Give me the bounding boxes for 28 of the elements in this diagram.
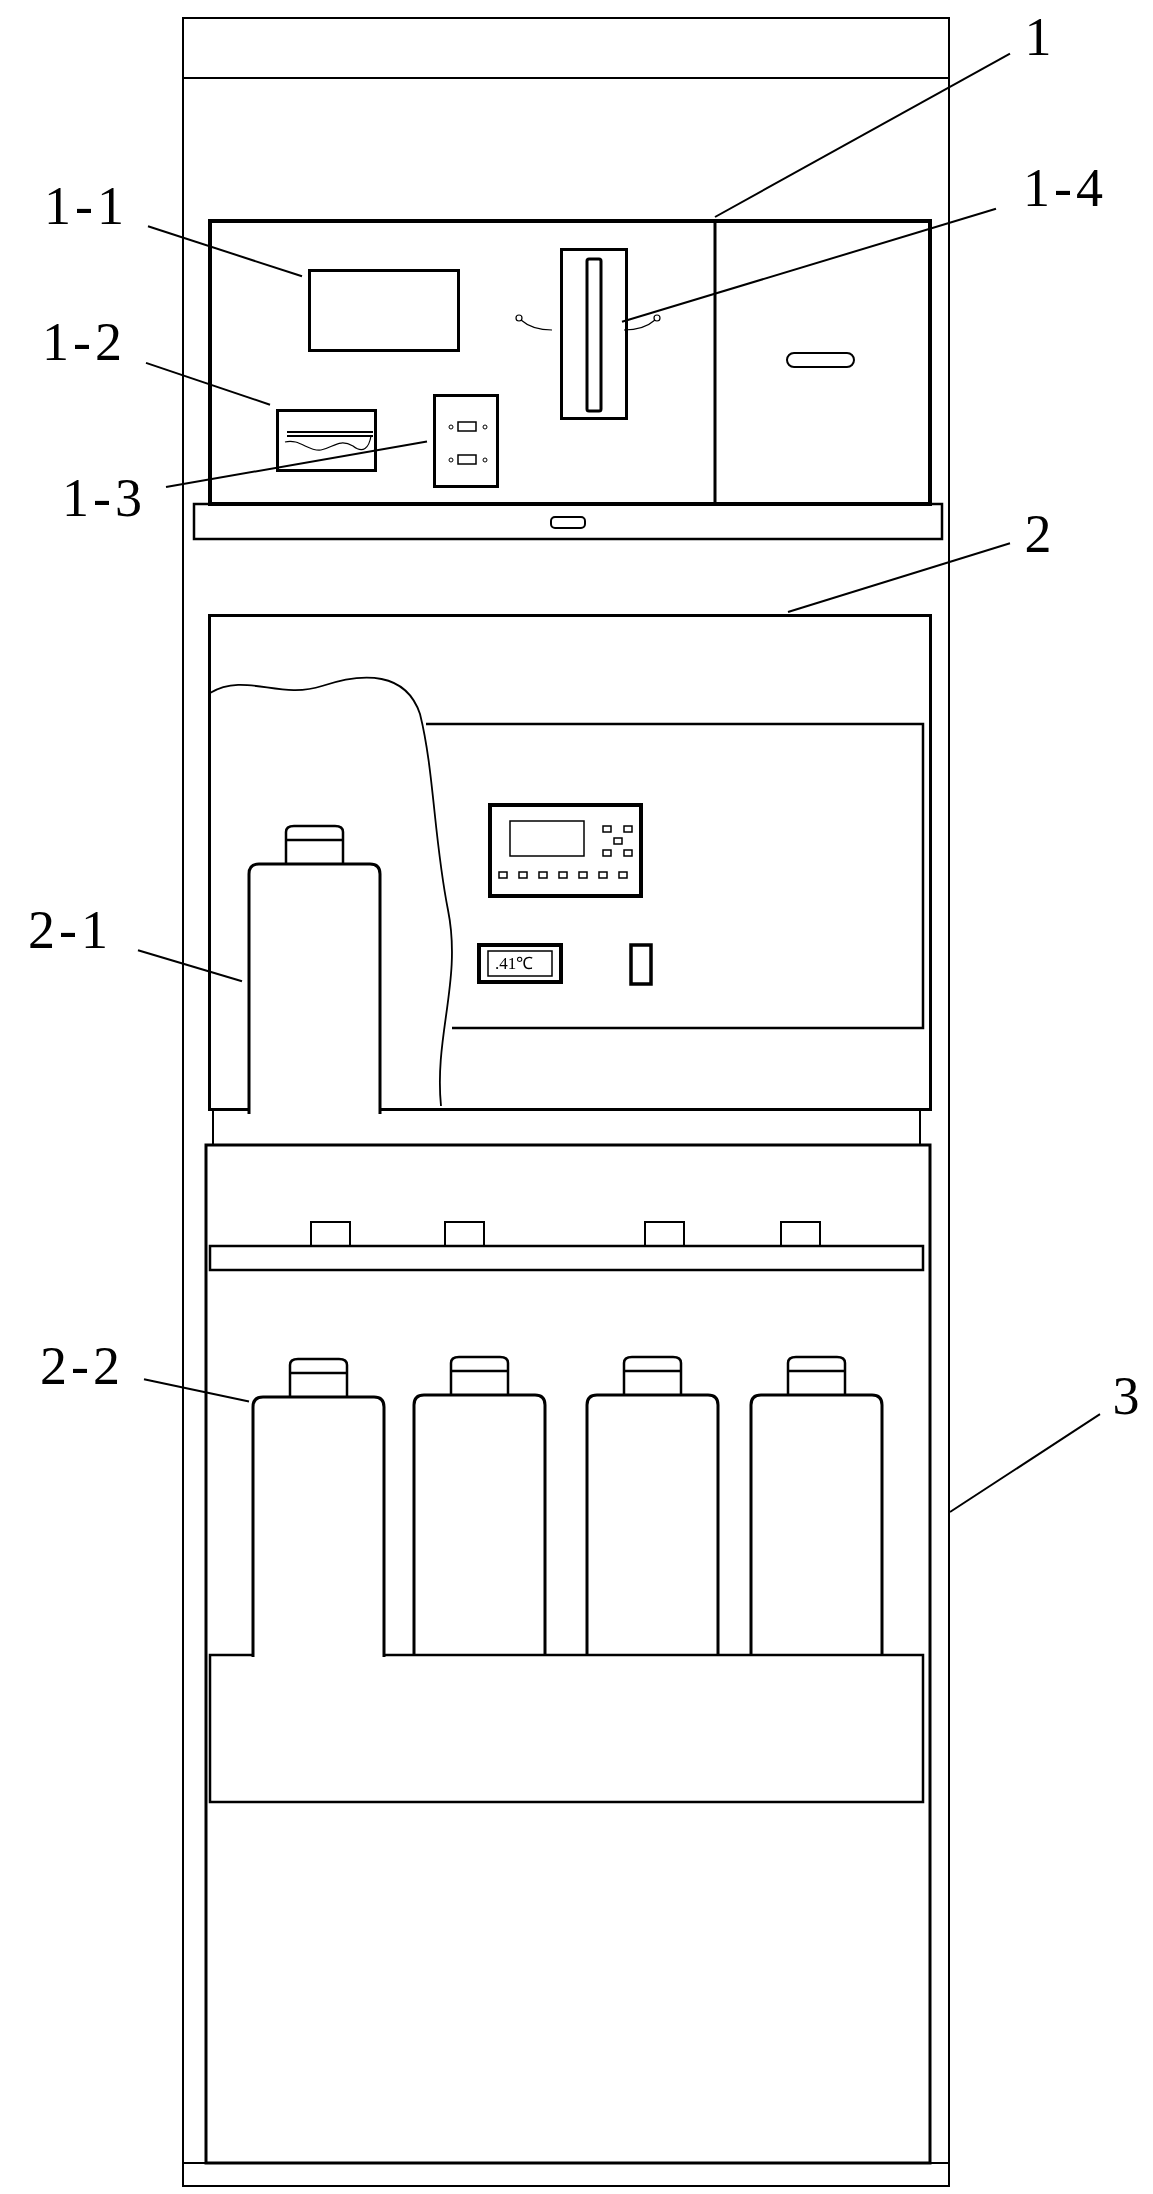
reagent-bottle	[247, 824, 382, 1114]
callout-number: 2-1	[2, 900, 138, 960]
callout-number: 2-2	[20, 1336, 144, 1396]
leader-line	[621, 207, 997, 323]
temperature-reading: .41℃	[495, 954, 534, 973]
callout-number: 1-1	[24, 176, 148, 236]
leader-line	[787, 542, 1011, 613]
card-slot	[560, 248, 628, 420]
callout-number: 1-4	[996, 158, 1134, 218]
display-window	[308, 269, 460, 352]
callout-number: 3	[1100, 1366, 1153, 1426]
cabinet-body	[182, 17, 950, 2187]
leader-line	[714, 52, 1011, 218]
reagent-bottle	[251, 1357, 386, 1657]
usb-panel	[433, 394, 499, 488]
callout-number: 2	[1010, 504, 1070, 564]
middle-module	[208, 614, 932, 1111]
leader-line	[147, 225, 303, 278]
callout-number: 1	[1010, 6, 1070, 68]
paper-outlet	[276, 409, 377, 472]
leader-line	[137, 949, 243, 983]
leader-line	[165, 440, 428, 489]
callout-number: 1-2	[22, 312, 146, 372]
leader-line	[145, 361, 271, 406]
upper-module	[208, 219, 932, 506]
leader-line	[949, 1413, 1101, 1513]
leader-line	[143, 1378, 250, 1403]
callout-number: 1-3	[42, 468, 166, 528]
